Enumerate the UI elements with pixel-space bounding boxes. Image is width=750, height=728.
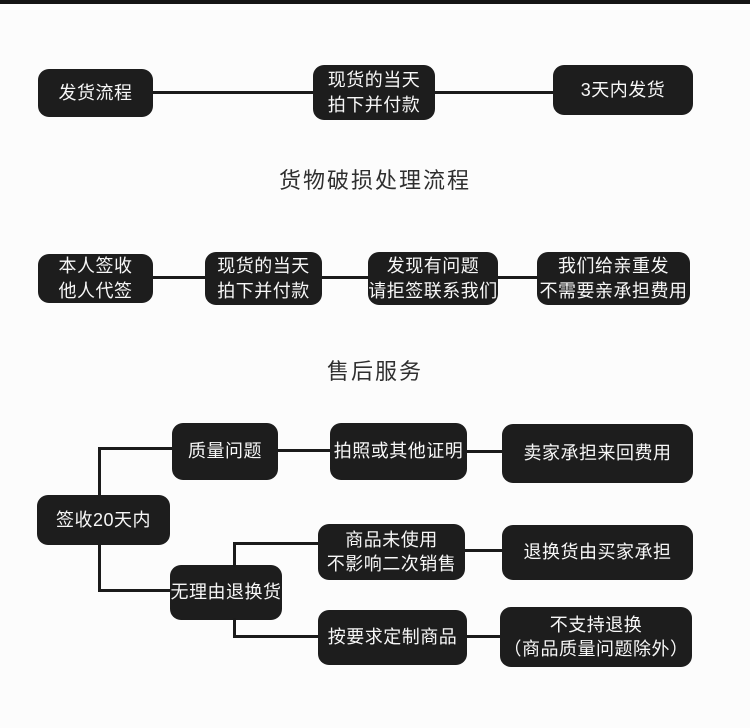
node-label: 拍下并付款 — [217, 280, 310, 301]
node-pay-same-day-2: 现货的当天 拍下并付款 — [205, 252, 322, 305]
node-label: 现货的当天 — [327, 70, 421, 91]
node-label: 拍照或其他证明 — [333, 441, 464, 462]
node-signed-by-self-or-proxy: 本人签收 他人代签 — [38, 254, 153, 303]
connector-line — [98, 545, 101, 592]
connector-line — [153, 91, 313, 94]
node-no-return-support: 不支持退换 （商品质量问题除外） — [500, 607, 692, 667]
top-divider-bar — [0, 0, 750, 4]
connector-line — [153, 276, 205, 279]
node-reship-free: 我们给亲重发 不需要亲承担费用 — [537, 252, 690, 305]
node-shipping-process: 发货流程 — [38, 69, 153, 117]
connector-line — [233, 618, 236, 638]
connector-line — [498, 276, 537, 279]
node-label: 发货流程 — [58, 82, 133, 103]
node-no-reason-return: 无理由退换货 — [170, 565, 282, 620]
node-label: 我们给亲重发 — [558, 256, 669, 277]
node-pay-same-day: 现货的当天 拍下并付款 — [313, 65, 435, 120]
node-label: （商品质量问题除外） — [503, 639, 689, 659]
node-label: 现货的当天 — [217, 256, 310, 277]
connector-line — [467, 450, 502, 453]
connector-line — [467, 635, 500, 638]
connector-line — [278, 449, 330, 452]
connector-line — [233, 542, 236, 567]
node-label: 按要求定制商品 — [327, 627, 458, 648]
node-label: 请拒签联系我们 — [368, 280, 498, 301]
node-label: 不需要亲承担费用 — [539, 280, 688, 301]
section-title-damage-flow: 货物破损处理流程 — [278, 168, 471, 193]
node-problem-refuse-sign: 发现有问题 请拒签联系我们 — [368, 252, 498, 305]
node-custom-made-goods: 按要求定制商品 — [318, 610, 467, 665]
node-label: 本人签收 — [58, 256, 133, 277]
connector-line — [98, 447, 101, 495]
node-label: 卖家承担来回费用 — [523, 443, 672, 464]
connector-line — [98, 447, 174, 450]
node-label: 商品未使用 — [345, 529, 438, 550]
connector-line — [233, 542, 320, 545]
node-photo-proof: 拍照或其他证明 — [330, 423, 467, 480]
node-buyer-pays-return: 退换货由买家承担 — [502, 525, 693, 580]
connector-line — [233, 635, 320, 638]
connector-line — [435, 91, 553, 94]
section-title-after-sale: 售后服务 — [326, 359, 423, 384]
node-seller-pays-shipping: 卖家承担来回费用 — [502, 424, 693, 483]
node-label: 他人代签 — [58, 280, 133, 301]
node-label: 3天内发货 — [580, 79, 666, 100]
node-label: 退换货由买家承担 — [523, 542, 672, 563]
node-label: 质量问题 — [188, 441, 262, 462]
node-label: 无理由退换货 — [170, 582, 282, 603]
node-ship-in-3-days: 3天内发货 — [553, 65, 693, 115]
node-unused-resellable: 商品未使用 不影响二次销售 — [318, 524, 465, 580]
node-label: 发现有问题 — [386, 256, 480, 277]
node-label: 不影响二次销售 — [326, 554, 457, 574]
node-label: 签收20天内 — [55, 509, 152, 530]
connector-line — [322, 276, 368, 279]
node-quality-issue: 质量问题 — [172, 423, 278, 480]
node-label: 不支持退换 — [549, 614, 643, 635]
connector-line — [98, 589, 172, 592]
node-label: 拍下并付款 — [327, 94, 421, 115]
connector-line — [465, 549, 502, 552]
node-within-20-days: 签收20天内 — [37, 495, 170, 545]
